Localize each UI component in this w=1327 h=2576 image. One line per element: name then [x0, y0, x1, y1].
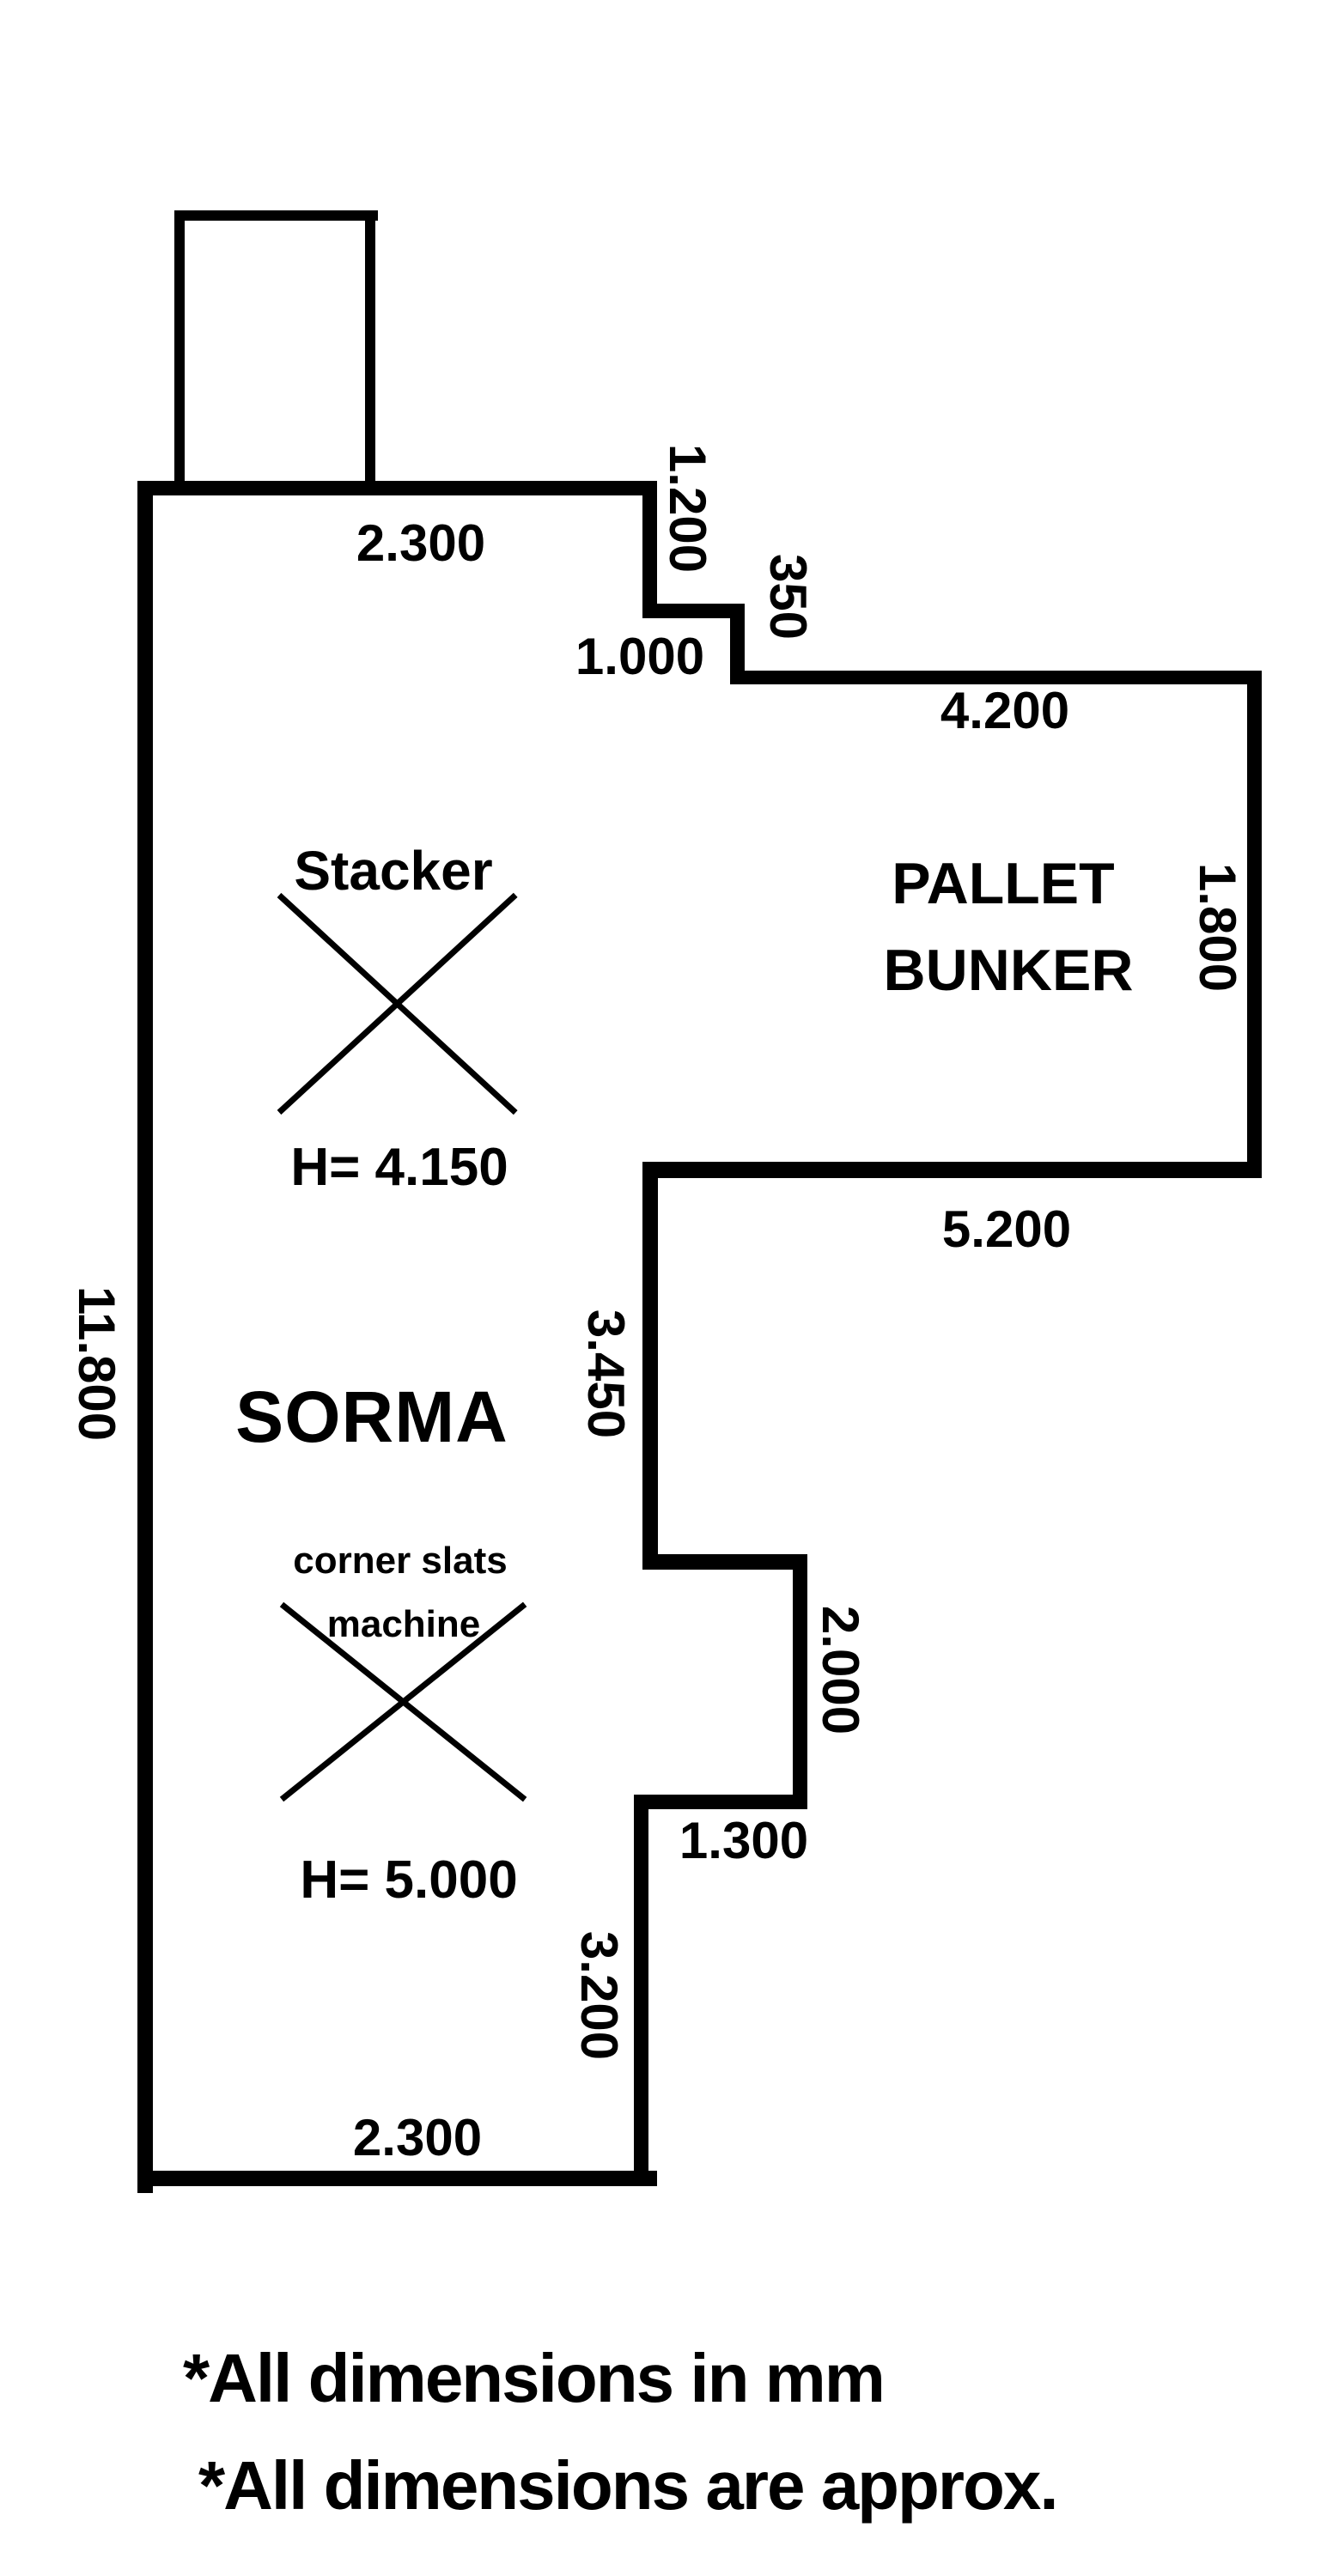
room-label-machine: machine [326, 1603, 481, 1645]
room-label-stacker: Stacker [294, 840, 493, 902]
footer-note-2: *All dimensions are approx. [198, 2447, 1059, 2524]
wall-step-right-lower [730, 604, 745, 684]
dimension-label-3200: 3.200 [570, 1930, 628, 2061]
dimension-label-5200: 5.200 [941, 1200, 1072, 1258]
dimension-label-4200: 4.200 [940, 682, 1070, 739]
wall-notch-right [793, 1554, 807, 1809]
dimension-label-3450: 3.450 [577, 1309, 635, 1439]
wall-bottom [137, 2171, 657, 2186]
dimension-label-1800: 1.800 [1189, 862, 1246, 993]
dimension-label-1300: 1.300 [679, 1812, 809, 1869]
wall-bunker-top [730, 671, 1262, 684]
wall-chimney-top [174, 210, 378, 221]
room-label-sorma: SORMA [235, 1376, 508, 1457]
wall-chimney-right [365, 210, 375, 481]
wall-bunker-right [1247, 671, 1262, 1178]
wall-step-right-upper [642, 481, 657, 618]
dimension-label-1000: 1.000 [575, 628, 705, 685]
dimension-label-11800: 11.800 [68, 1285, 125, 1442]
wall-top [137, 481, 657, 495]
dimension-label-1200: 1.200 [659, 443, 716, 574]
dimension-label-2000: 2.000 [812, 1605, 869, 1735]
wall-notch-bottom [634, 1795, 807, 1809]
dimension-label-top-2300: 2.300 [356, 514, 486, 572]
room-label-h-5000: H= 5.000 [300, 1850, 518, 1910]
wall-bunker-bottom [642, 1162, 1262, 1178]
wall-lower-vertical [634, 1795, 648, 2186]
dimension-label-350: 350 [759, 553, 817, 641]
wall-step-horizontal [642, 604, 745, 618]
room-label-bunker: BUNKER [883, 938, 1134, 1003]
room-label-pallet: PALLET [892, 851, 1115, 916]
wall-chimney-left [174, 210, 185, 481]
room-label-corner-slats: corner slats [293, 1540, 508, 1582]
wall-notch-top [642, 1554, 807, 1570]
dimension-label-bottom-2300: 2.300 [352, 2109, 483, 2166]
footer-note-1: *All dimensions in mm [183, 2340, 886, 2416]
room-label-h-4150: H= 4.150 [290, 1138, 508, 1197]
wall-middle-vertical [642, 1162, 658, 1570]
wall-left [137, 481, 153, 2193]
